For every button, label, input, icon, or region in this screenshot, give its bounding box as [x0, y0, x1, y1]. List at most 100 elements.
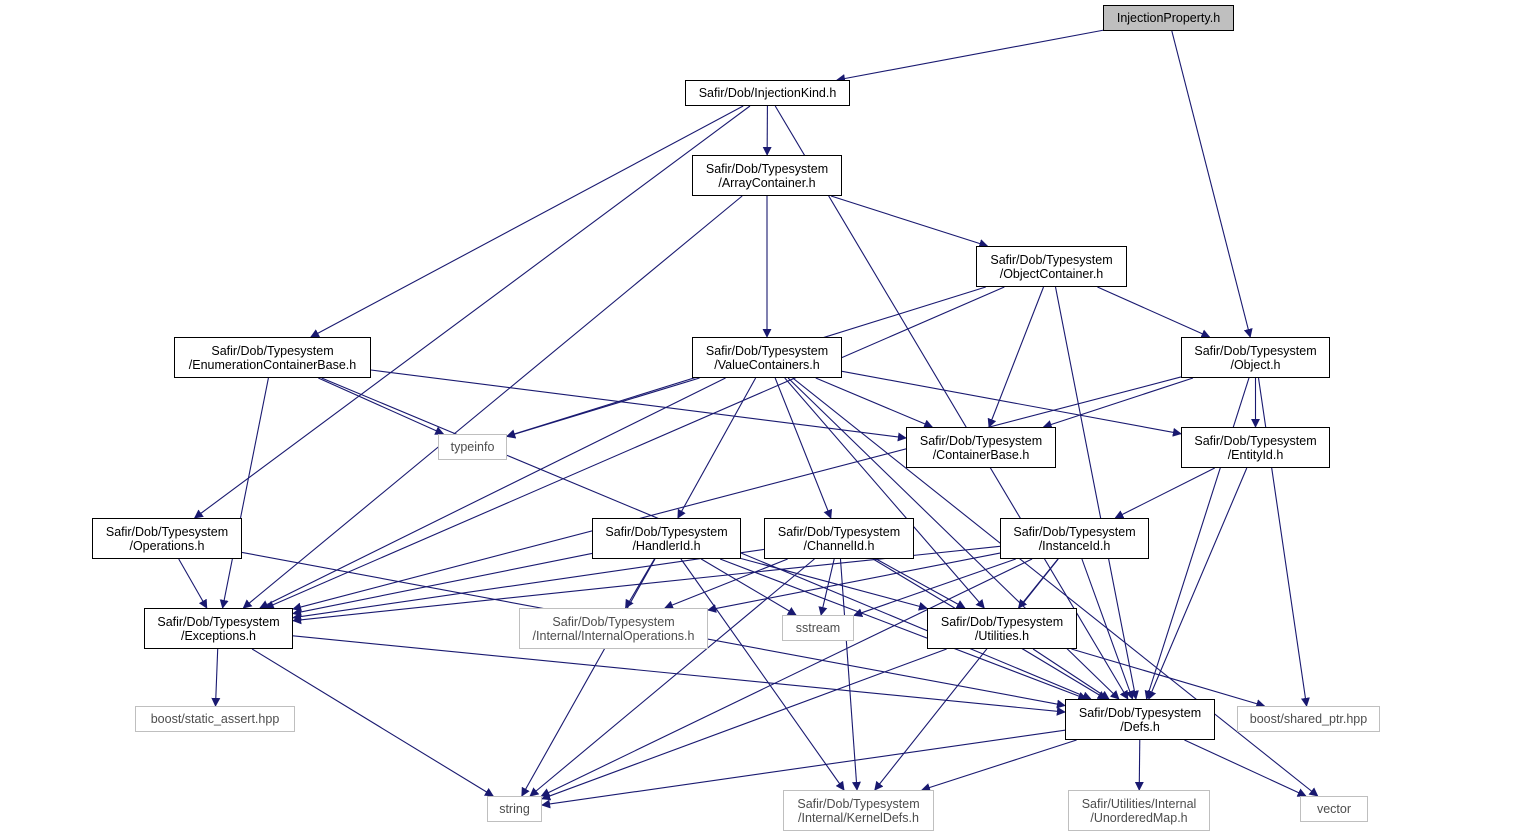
node-label-line: Safir/Dob/Typesystem [940, 614, 1064, 629]
node-unordered-map[interactable]: Safir/Utilities/Internal /UnorderedMap.h [1068, 790, 1210, 831]
edge-injection_kind-to-operations [193, 105, 751, 519]
edge-defs-to-kernel_defs [921, 739, 1077, 792]
edge-enumeration_container_base-to-container_base [370, 369, 907, 442]
node-label-line: boost/static_assert.hpp [150, 712, 280, 726]
edge-value_containers-to-typeinfo [506, 377, 700, 439]
edge-injection_property-to-object [1171, 30, 1253, 338]
node-label-line: /ContainerBase.h [932, 447, 1030, 462]
node-label-line: /Internal/KernelDefs.h [798, 810, 919, 825]
node-injection-kind[interactable]: Safir/Dob/InjectionKind.h [685, 80, 850, 106]
node-label-line: Safir/Dob/Typesystem [797, 796, 920, 811]
node-container-base[interactable]: Safir/Dob/Typesystem /ContainerBase.h [906, 427, 1056, 468]
node-label-line: Safir/Dob/Typesystem [705, 161, 829, 176]
node-label-line: Safir/Dob/Typesystem [705, 343, 829, 358]
edge-defs-to-vector [1184, 739, 1307, 797]
edge-instance_id-to-kernel_defs [874, 558, 1059, 791]
edge-utilities-to-string [541, 648, 947, 801]
edge-object_container-to-exceptions [264, 286, 1005, 609]
edge-instance_id-to-string [540, 558, 1033, 797]
node-label-line: Safir/Utilities/Internal [1081, 796, 1197, 811]
edge-injection_kind-to-enumeration_container_base [310, 105, 744, 338]
node-label-line: Safir/Dob/Typesystem [1078, 705, 1202, 720]
edge-entity_id-to-instance_id [1114, 467, 1215, 519]
node-value-containers[interactable]: Safir/Dob/Typesystem /ValueContainers.h [692, 337, 842, 378]
node-channel-id[interactable]: Safir/Dob/Typesystem /ChannelId.h [764, 518, 914, 559]
edge-value_containers-to-channel_id [774, 377, 833, 519]
node-label-line: /ArrayContainer.h [718, 175, 816, 190]
node-label-line: Safir/Dob/Typesystem [990, 252, 1113, 267]
node-object-container[interactable]: Safir/Dob/Typesystem /ObjectContainer.h [976, 246, 1127, 287]
node-sstream[interactable]: sstream [782, 615, 854, 641]
node-static-assert[interactable]: boost/static_assert.hpp [135, 706, 295, 732]
edge-defs-to-unordered_map [1134, 739, 1144, 791]
node-label-line: /ObjectContainer.h [999, 266, 1104, 281]
node-entity-id[interactable]: Safir/Dob/Typesystem /EntityId.h [1181, 427, 1330, 468]
edge-array_container-to-exceptions [242, 195, 743, 609]
node-exceptions[interactable]: Safir/Dob/Typesystem /Exceptions.h [144, 608, 293, 649]
node-array-container[interactable]: Safir/Dob/Typesystem /ArrayContainer.h [692, 155, 842, 196]
edge-channel_id-to-utilities [875, 558, 966, 609]
node-label-line: vector [1316, 802, 1352, 816]
node-label-line: Safir/Dob/Typesystem [157, 614, 280, 629]
edge-object_container-to-defs [1054, 286, 1139, 700]
node-object[interactable]: Safir/Dob/Typesystem /Object.h [1181, 337, 1330, 378]
edge-value_containers-to-entity_id [841, 370, 1182, 437]
edge-exceptions-to-defs [292, 635, 1066, 716]
edge-channel_id-to-kernel_defs [839, 558, 861, 791]
edge-utilities-to-shared_ptr [1071, 648, 1266, 709]
node-operations[interactable]: Safir/Dob/Typesystem /Operations.h [92, 518, 242, 559]
node-label-line: /Utilities.h [974, 628, 1030, 643]
node-label-line: /Exceptions.h [180, 628, 257, 643]
node-injection-property[interactable]: InjectionProperty.h [1103, 5, 1234, 31]
edge-object_container-to-container_base [987, 286, 1045, 428]
node-label-line: Safir/Dob/Typesystem [605, 524, 728, 539]
node-label-line: /UnorderedMap.h [1090, 810, 1188, 825]
node-kernel-defs[interactable]: Safir/Dob/Typesystem /Internal/KernelDef… [783, 790, 934, 831]
edge-object-to-exceptions [292, 376, 1182, 612]
edge-value_containers-to-handler_id [677, 377, 757, 519]
node-defs[interactable]: Safir/Dob/Typesystem /Defs.h [1065, 699, 1215, 740]
node-typeinfo[interactable]: typeinfo [438, 434, 507, 460]
node-label-line: Safir/Dob/Typesystem [1194, 433, 1317, 448]
node-enumeration-container-base[interactable]: Safir/Dob/Typesystem /EnumerationContain… [174, 337, 371, 378]
node-label-line: Safir/Dob/Typesystem [777, 524, 901, 539]
node-vector[interactable]: vector [1300, 796, 1368, 822]
edge-instance_id-to-sstream [853, 558, 1016, 618]
edge-channel_id-to-internal_operations [664, 558, 788, 610]
node-label-line: Safir/Dob/Typesystem [919, 433, 1043, 448]
node-label-line: InjectionProperty.h [1116, 11, 1221, 25]
edge-value_containers-to-container_base [815, 377, 934, 429]
node-handler-id[interactable]: Safir/Dob/Typesystem /HandlerId.h [592, 518, 741, 559]
edge-handler_id-to-utilities [740, 557, 928, 611]
edge-object-to-container_base [1042, 377, 1194, 429]
edge-exceptions-to-string [251, 648, 494, 797]
node-label-line: typeinfo [450, 440, 495, 454]
node-label-line: /EntityId.h [1227, 447, 1284, 462]
edge-value_containers-to-exceptions [259, 377, 726, 609]
node-label-line: /InstanceId.h [1038, 538, 1111, 553]
node-string[interactable]: string [487, 796, 542, 822]
node-label-line: /Internal/InternalOperations.h [532, 628, 695, 643]
edge-instance_id-to-defs [1081, 558, 1135, 700]
edge-channel_id-to-string [529, 558, 815, 797]
edge-value_containers-to-vector [792, 377, 1319, 797]
edge-object_container-to-object [1097, 286, 1211, 338]
node-label-line: /Object.h [1230, 357, 1281, 372]
node-internal-operations[interactable]: Safir/Dob/Typesystem /Internal/InternalO… [519, 608, 708, 649]
edge-instance_id-to-internal_operations [707, 552, 1001, 613]
edge-handler_id-to-defs [719, 558, 1088, 701]
edge-handler_id-to-string [521, 558, 656, 797]
node-label-line: /EnumerationContainerBase.h [188, 357, 357, 372]
node-utilities[interactable]: Safir/Dob/Typesystem /Utilities.h [927, 608, 1077, 649]
node-instance-id[interactable]: Safir/Dob/Typesystem /InstanceId.h [1000, 518, 1149, 559]
edge-handler_id-to-sstream [700, 558, 797, 616]
edge-injection_property-to-injection_kind [836, 29, 1104, 83]
node-shared-ptr[interactable]: boost/shared_ptr.hpp [1237, 706, 1380, 732]
node-label-line: Safir/Dob/Typesystem [552, 614, 675, 629]
edge-exceptions-to-static_assert [211, 648, 221, 707]
edge-enumeration_container_base-to-typeinfo [318, 377, 445, 435]
edge-handler_id-to-exceptions [292, 552, 593, 617]
node-label-line: /ChannelId.h [803, 538, 875, 553]
edge-channel_id-to-exceptions [292, 548, 765, 621]
node-label-line: boost/shared_ptr.hpp [1249, 712, 1368, 726]
